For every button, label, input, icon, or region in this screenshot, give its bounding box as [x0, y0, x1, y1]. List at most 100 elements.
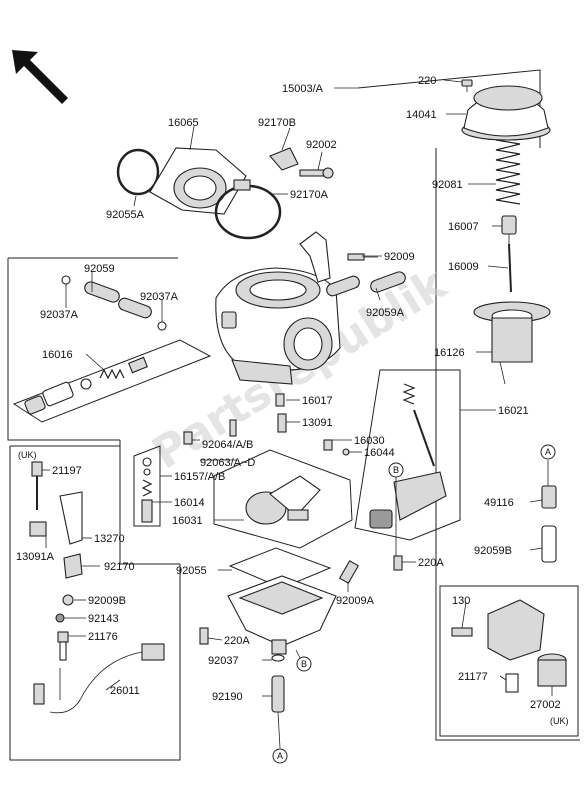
screw-220A-right	[393, 555, 403, 571]
throttle-cable-inset	[354, 369, 461, 541]
o-ring-92055A	[116, 148, 160, 196]
label-220: 220	[418, 75, 436, 87]
label-92170A: 92170A	[290, 189, 329, 201]
callout-a-lower: A	[272, 748, 288, 764]
diaphragm-16126	[473, 301, 551, 385]
screw-92009B	[62, 594, 74, 606]
clamp-92170-left	[63, 553, 83, 579]
label-220A-left: 220A	[224, 635, 250, 647]
jet-13091	[277, 413, 287, 433]
nut-92143	[55, 613, 65, 623]
label-26011: 26011	[110, 685, 140, 697]
label-92190: 92190	[212, 691, 243, 703]
pilot-screw-bracket	[133, 445, 161, 527]
needle-holder-16007	[501, 215, 517, 244]
pipe-92059A	[326, 271, 406, 297]
hose-92190	[271, 675, 285, 713]
pipe-92059B	[541, 525, 557, 563]
air-vent-16031	[245, 475, 321, 525]
fuel-filter-inset	[213, 449, 353, 549]
label-92059B: 92059B	[474, 545, 512, 557]
label-92170: 92170	[104, 561, 135, 573]
callout-b-upper: B	[388, 462, 404, 478]
label-92170B: 92170B	[258, 117, 296, 129]
label-92064: 92064/A/B	[202, 439, 253, 451]
label-92143: 92143	[88, 613, 119, 625]
svg-text:B: B	[301, 659, 307, 669]
label-92055A: 92055A	[106, 209, 145, 221]
jet-92063	[229, 419, 237, 437]
part-labels: 15003/A 220 14041 16065 92170B 92002 920…	[16, 75, 569, 726]
label-16014: 16014	[174, 497, 205, 509]
direction-arrow-icon	[12, 50, 68, 104]
gasket-92055	[228, 547, 332, 589]
uk-electronics-inset	[439, 585, 579, 737]
leader-lines	[42, 79, 553, 749]
label-92009B: 92009B	[88, 595, 126, 607]
label-uk-right: (UK)	[550, 716, 569, 726]
label-27002: 27002	[530, 699, 561, 711]
label-16021: 16021	[498, 405, 529, 417]
jet-16017	[275, 393, 285, 407]
label-16157: 16157/A/B	[174, 471, 225, 483]
clip-92037A-left	[61, 275, 71, 285]
assembly-frame	[7, 69, 580, 761]
svg-text:A: A	[277, 751, 283, 761]
label-16009: 16009	[448, 261, 479, 273]
harness-26011	[33, 643, 165, 714]
clamp-92170A	[214, 179, 282, 240]
label-16065: 16065	[168, 117, 199, 129]
valve-27002	[537, 653, 567, 687]
fuel-pipe-inset	[12, 339, 212, 423]
svg-text:B: B	[393, 465, 399, 475]
label-16031: 16031	[172, 515, 203, 527]
screw-220	[461, 79, 473, 92]
joint-49116	[541, 485, 557, 509]
jet-16030	[323, 439, 333, 451]
clamp-92170B	[269, 147, 299, 171]
label-220A-right: 220A	[418, 557, 444, 569]
bolt-130	[451, 627, 473, 637]
label-92037A-right: 92037A	[140, 291, 179, 303]
pipe-92059	[84, 281, 152, 319]
screw-220A-left	[199, 627, 209, 645]
bolt-92002	[299, 167, 334, 179]
jet-needle-16009	[508, 243, 512, 293]
drain-screw-92009A	[338, 560, 360, 584]
holder-13091A	[29, 521, 47, 537]
label-130: 130	[452, 595, 470, 607]
label-92037A-left: 92037A	[40, 309, 79, 321]
label-92081: 92081	[432, 179, 463, 191]
bracket-13270	[59, 491, 83, 545]
label-92059A: 92059A	[366, 307, 405, 319]
label-16017: 16017	[302, 395, 333, 407]
throttle-bracket	[299, 231, 331, 283]
label-16044: 16044	[364, 447, 395, 459]
label-14041: 14041	[406, 109, 437, 121]
carburetor-body-15003	[215, 267, 341, 385]
control-unit-21177	[487, 599, 545, 693]
label-92055: 92055	[176, 565, 207, 577]
label-13091A: 13091A	[16, 551, 55, 563]
label-16007: 16007	[448, 221, 479, 233]
label-92059: 92059	[84, 263, 115, 275]
label-92037: 92037	[208, 655, 239, 667]
label-21197: 21197	[52, 465, 82, 477]
pilot-screw-16014	[141, 457, 153, 523]
o-ring-92037	[271, 654, 285, 662]
starter-plunger-16016	[24, 356, 149, 415]
throttle-cable-16021	[369, 383, 447, 529]
jet-92064	[183, 431, 193, 445]
label-16126: 16126	[434, 347, 465, 359]
svg-text:A: A	[545, 447, 551, 457]
label-uk-left: (UK)	[18, 450, 37, 460]
label-92009: 92009	[384, 251, 415, 263]
chamber-cover-14041	[461, 85, 551, 141]
label-13091: 13091	[302, 417, 333, 429]
clip-92037A-right	[157, 321, 167, 331]
intake-holder-16065	[149, 147, 247, 215]
spring-92081	[495, 139, 521, 205]
label-16016: 16016	[42, 349, 73, 361]
screw-92009	[347, 253, 378, 261]
